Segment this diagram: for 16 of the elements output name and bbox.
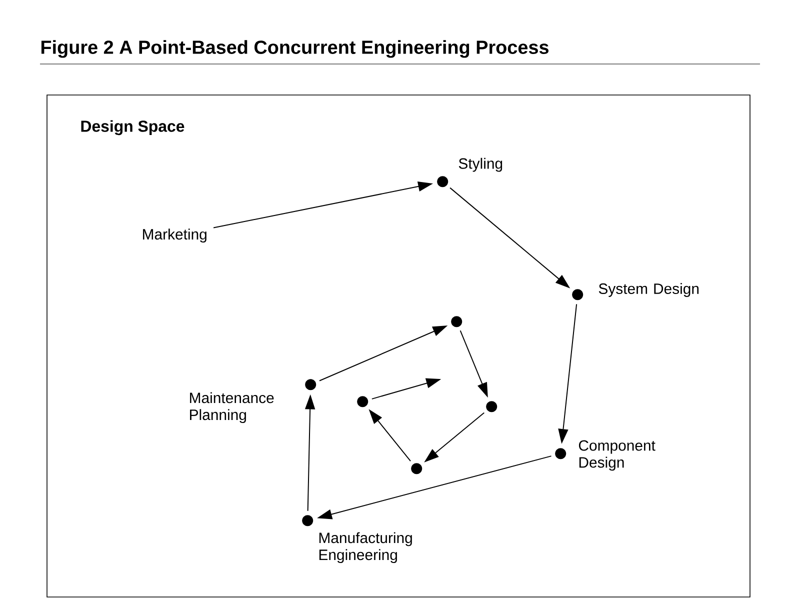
dot <box>305 379 316 390</box>
dot <box>411 463 422 474</box>
dot-label: Maintenance Planning <box>190 392 274 424</box>
dot <box>572 289 584 300</box>
dot <box>437 176 448 188</box>
node-label: Marketing <box>143 228 206 243</box>
dot-label: Component Design <box>578 440 656 471</box>
dot <box>555 448 566 460</box>
dot <box>451 316 462 328</box>
dot <box>486 401 498 412</box>
dot <box>357 396 368 408</box>
dot-label: Manufacturing Engineering <box>319 532 412 564</box>
title: Figure 2 A Point-Based Concurrent Engineering Process <box>41 40 548 58</box>
dot <box>302 515 314 526</box>
dot-label: System Design <box>598 283 699 297</box>
dot-label: Styling <box>458 158 502 172</box>
